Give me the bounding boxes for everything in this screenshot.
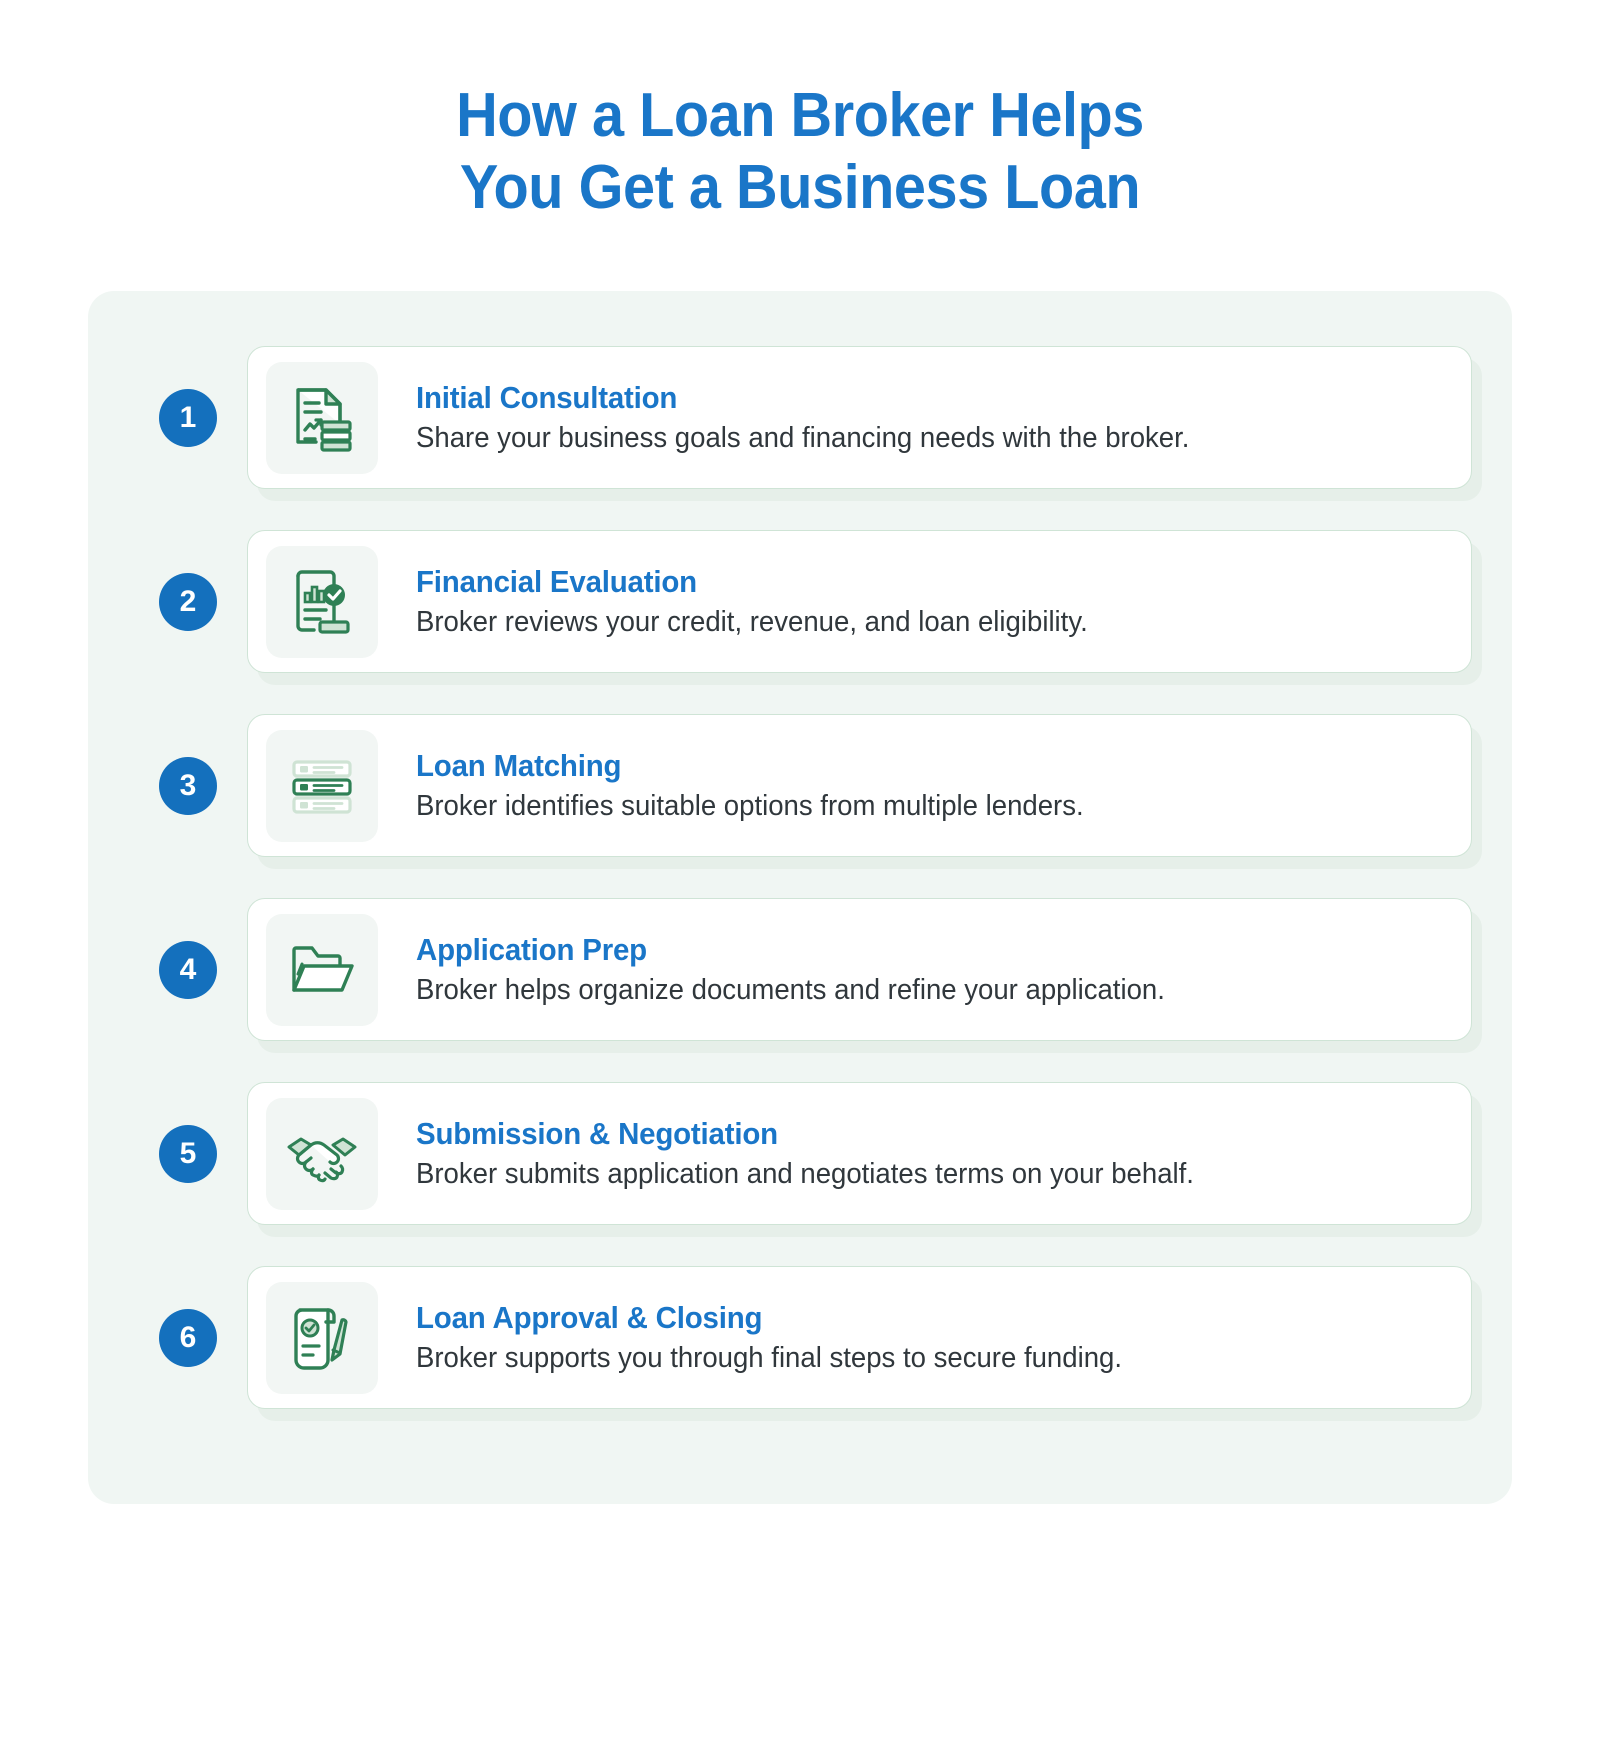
list-options-icon: [286, 750, 358, 822]
page-title: How a Loan Broker Helps You Get a Busine…: [0, 0, 1600, 224]
step-number-badge: 5: [159, 1124, 217, 1183]
step-row: 1: [128, 346, 1482, 501]
icon-container: [266, 729, 378, 842]
step-card-wrapper: Loan Approval & Closing Broker supports …: [247, 1266, 1482, 1421]
step-card-wrapper: Application Prep Broker helps organize d…: [247, 898, 1482, 1053]
document-chart-icon: [286, 382, 358, 454]
financial-report-check-icon: [286, 566, 358, 638]
steps-panel: 1: [88, 291, 1512, 1504]
step-card[interactable]: Loan Matching Broker identifies suitable…: [247, 714, 1472, 857]
step-title: Loan Approval & Closing: [416, 1299, 763, 1335]
step-title: Application Prep: [416, 931, 647, 967]
step-text: Submission & Negotiation Broker submits …: [378, 1115, 1471, 1193]
open-folder-icon: [286, 934, 358, 1006]
step-title: Loan Matching: [416, 747, 622, 783]
step-number-badge: 2: [159, 572, 217, 631]
steps-list: 1: [88, 291, 1512, 1504]
step-card[interactable]: Submission & Negotiation Broker submits …: [247, 1082, 1472, 1225]
step-row: 2: [128, 530, 1482, 685]
step-text: Loan Matching Broker identifies suitable…: [378, 747, 1471, 825]
step-title: Submission & Negotiation: [416, 1115, 778, 1151]
step-number-badge: 1: [159, 388, 217, 447]
step-row: 4: [128, 898, 1482, 1053]
icon-container: [266, 1281, 378, 1394]
page-title-line-2: You Get a Business Loan: [459, 153, 1141, 222]
step-card-wrapper: Financial Evaluation Broker reviews your…: [247, 530, 1482, 685]
step-row: 3: [128, 714, 1482, 869]
step-card[interactable]: Initial Consultation Share your business…: [247, 346, 1472, 489]
step-title: Initial Consultation: [416, 379, 678, 415]
step-title: Financial Evaluation: [416, 563, 697, 599]
icon-container: [266, 545, 378, 658]
step-description: Broker helps organize documents and refi…: [416, 973, 1165, 1006]
page-title-line-1: How a Loan Broker Helps: [456, 81, 1144, 150]
signed-contract-icon: [286, 1302, 358, 1374]
icon-container: [266, 361, 378, 474]
step-card-wrapper: Initial Consultation Share your business…: [247, 346, 1482, 501]
icon-container: [266, 1097, 378, 1210]
step-text: Loan Approval & Closing Broker supports …: [378, 1299, 1471, 1377]
step-description: Broker reviews your credit, revenue, and…: [416, 605, 1088, 638]
step-card[interactable]: Financial Evaluation Broker reviews your…: [247, 530, 1472, 673]
step-text: Initial Consultation Share your business…: [378, 379, 1471, 457]
step-card-wrapper: Submission & Negotiation Broker submits …: [247, 1082, 1482, 1237]
icon-container: [266, 913, 378, 1026]
step-number-badge: 4: [159, 940, 217, 999]
step-description: Broker supports you through final steps …: [416, 1341, 1122, 1374]
step-description: Broker identifies suitable options from …: [416, 789, 1084, 822]
step-number-badge: 6: [159, 1308, 217, 1367]
step-row: 5: [128, 1082, 1482, 1237]
step-description: Broker submits application and negotiate…: [416, 1157, 1194, 1190]
handshake-icon: [285, 1117, 359, 1191]
step-text: Application Prep Broker helps organize d…: [378, 931, 1471, 1009]
step-number-badge: 3: [159, 756, 217, 815]
step-description: Share your business goals and financing …: [416, 421, 1190, 454]
step-text: Financial Evaluation Broker reviews your…: [378, 563, 1471, 641]
step-card-wrapper: Loan Matching Broker identifies suitable…: [247, 714, 1482, 869]
step-card[interactable]: Loan Approval & Closing Broker supports …: [247, 1266, 1472, 1409]
step-card[interactable]: Application Prep Broker helps organize d…: [247, 898, 1472, 1041]
step-row: 6: [128, 1266, 1482, 1421]
